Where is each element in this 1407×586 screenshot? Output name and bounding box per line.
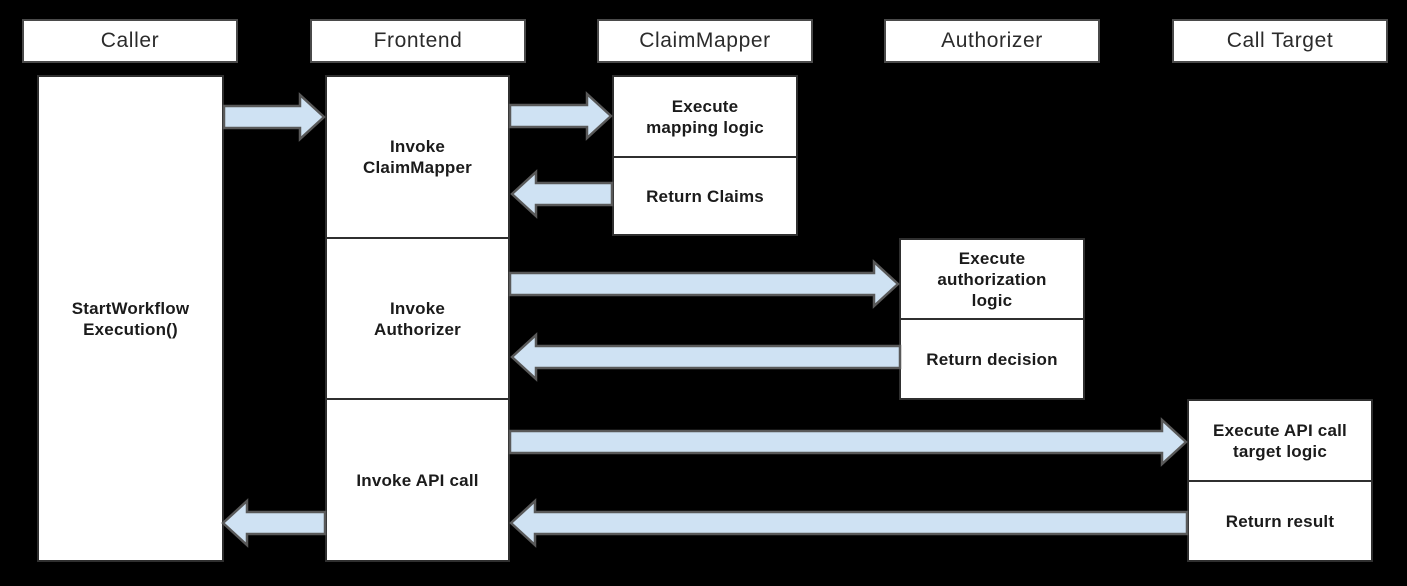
activation-claimmapper-return-claims: Return Claims xyxy=(612,156,798,236)
message-arrow-return-decision xyxy=(510,332,902,382)
message-arrow-invoke-authorizer xyxy=(508,259,900,309)
lifeline-header-frontend: Frontend xyxy=(310,19,526,63)
message-arrow-return-result xyxy=(509,498,1189,548)
activation-frontend-invoke-api-call: Invoke API call xyxy=(325,398,510,562)
lifeline-header-caller: Caller xyxy=(22,19,238,63)
lifeline-header-authorizer: Authorizer xyxy=(884,19,1100,63)
activation-authorizer-return-decision: Return decision xyxy=(899,318,1085,400)
message-arrow-invoke-claimmapper xyxy=(508,91,613,141)
activation-call-target-return-result: Return result xyxy=(1187,480,1373,562)
message-arrow-return-to-caller xyxy=(221,498,327,548)
lifeline-header-call-target: Call Target xyxy=(1172,19,1388,63)
lifeline-header-claimmapper: ClaimMapper xyxy=(597,19,813,63)
message-arrow-return-claims xyxy=(510,169,614,219)
message-arrow-invoke-api-call xyxy=(508,417,1188,467)
message-arrow-start-workflow-execution xyxy=(222,92,326,142)
